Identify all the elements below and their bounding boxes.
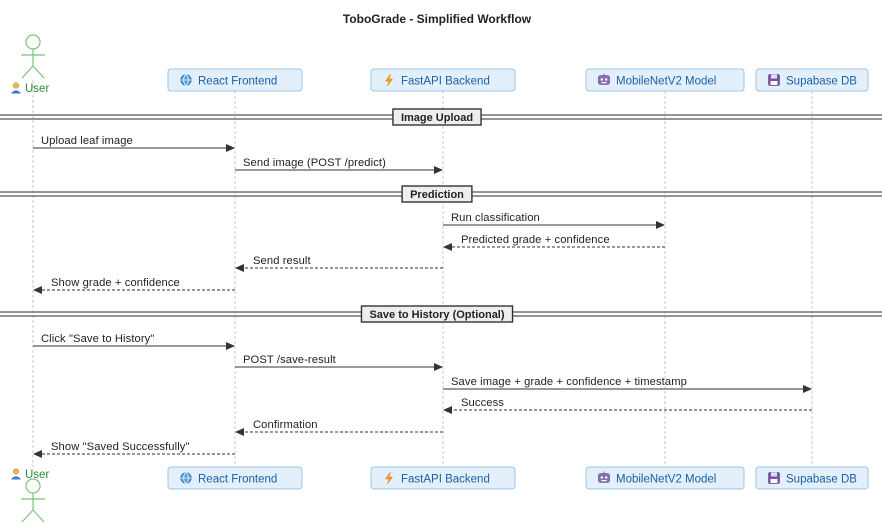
section-label: Prediction — [410, 189, 464, 201]
message: Show "Saved Successfully" — [33, 441, 235, 458]
participant-label: Supabase DB — [786, 474, 857, 486]
message-label: Predicted grade + confidence — [461, 234, 610, 246]
participant-db-top: Supabase DB — [755, 68, 869, 92]
message: Predicted grade + confidence — [443, 234, 665, 251]
participant-label: Supabase DB — [786, 76, 857, 88]
actor-label: User — [25, 469, 49, 481]
lightning-icon — [385, 73, 393, 87]
section-divider: Save to History (Optional) — [0, 305, 882, 323]
participant-model-bottom: MobileNetV2 Model — [585, 466, 745, 490]
participant-model-top: MobileNetV2 Model — [585, 68, 745, 92]
section-label: Save to History (Optional) — [369, 309, 504, 321]
section-divider: Prediction — [0, 185, 882, 203]
message-label: Send result — [253, 255, 311, 267]
actor-user-top: User — [21, 34, 49, 95]
participant-backend-bottom: FastAPI Backend — [370, 466, 516, 490]
message: Success — [443, 397, 812, 414]
participant-db-bottom: Supabase DB — [755, 466, 869, 490]
participant-label: MobileNetV2 Model — [616, 474, 716, 486]
participant-label: React Frontend — [198, 76, 277, 88]
floppy-disk-icon — [768, 74, 780, 86]
actor-user-bottom: User — [21, 469, 49, 523]
stick-figure-icon — [21, 34, 45, 79]
person-icon — [11, 82, 21, 94]
message-label: Confirmation — [253, 419, 318, 431]
message-label: Show grade + confidence — [51, 277, 180, 289]
message: POST /save-result — [235, 354, 443, 371]
message-label: Run classification — [451, 212, 540, 224]
message: Upload leaf image — [33, 135, 235, 152]
participant-label: MobileNetV2 Model — [616, 76, 716, 88]
participant-label: FastAPI Backend — [401, 76, 490, 88]
message: Show grade + confidence — [33, 277, 235, 294]
globe-icon — [180, 472, 192, 484]
message-label: Save image + grade + confidence + timest… — [451, 376, 687, 388]
participant-label: FastAPI Backend — [401, 474, 490, 486]
message: Send image (POST /predict) — [235, 157, 443, 174]
section-label-box — [360, 305, 514, 323]
participant-frontend-top: React Frontend — [167, 68, 303, 92]
message: Click "Save to History" — [33, 333, 235, 350]
message: Save image + grade + confidence + timest… — [443, 376, 812, 393]
robot-icon — [598, 471, 610, 483]
globe-icon — [180, 74, 192, 86]
participant-frontend-bottom: React Frontend — [167, 466, 303, 490]
message-label: Success — [461, 397, 504, 409]
message: Send result — [235, 255, 443, 272]
stick-figure-icon — [21, 478, 45, 523]
floppy-disk-icon — [768, 472, 780, 484]
message: Run classification — [443, 212, 665, 229]
actor-label: User — [25, 83, 49, 95]
person-icon — [11, 468, 21, 480]
robot-icon — [598, 73, 610, 85]
section-label-box — [401, 185, 473, 203]
section-divider: Image Upload — [0, 108, 882, 126]
participant-backend-top: FastAPI Backend — [370, 68, 516, 92]
message: Confirmation — [235, 419, 443, 436]
message-label: POST /save-result — [243, 354, 337, 366]
lightning-icon — [385, 471, 393, 485]
participant-label: React Frontend — [198, 474, 277, 486]
message-label: Show "Saved Successfully" — [51, 441, 190, 453]
message-label: Upload leaf image — [41, 135, 133, 147]
section-label-box — [392, 108, 482, 126]
message-label: Click "Save to History" — [41, 333, 154, 345]
message-label: Send image (POST /predict) — [243, 157, 386, 169]
diagram-title: ToboGrade - Simplified Workflow — [343, 12, 532, 26]
section-label: Image Upload — [401, 112, 473, 124]
